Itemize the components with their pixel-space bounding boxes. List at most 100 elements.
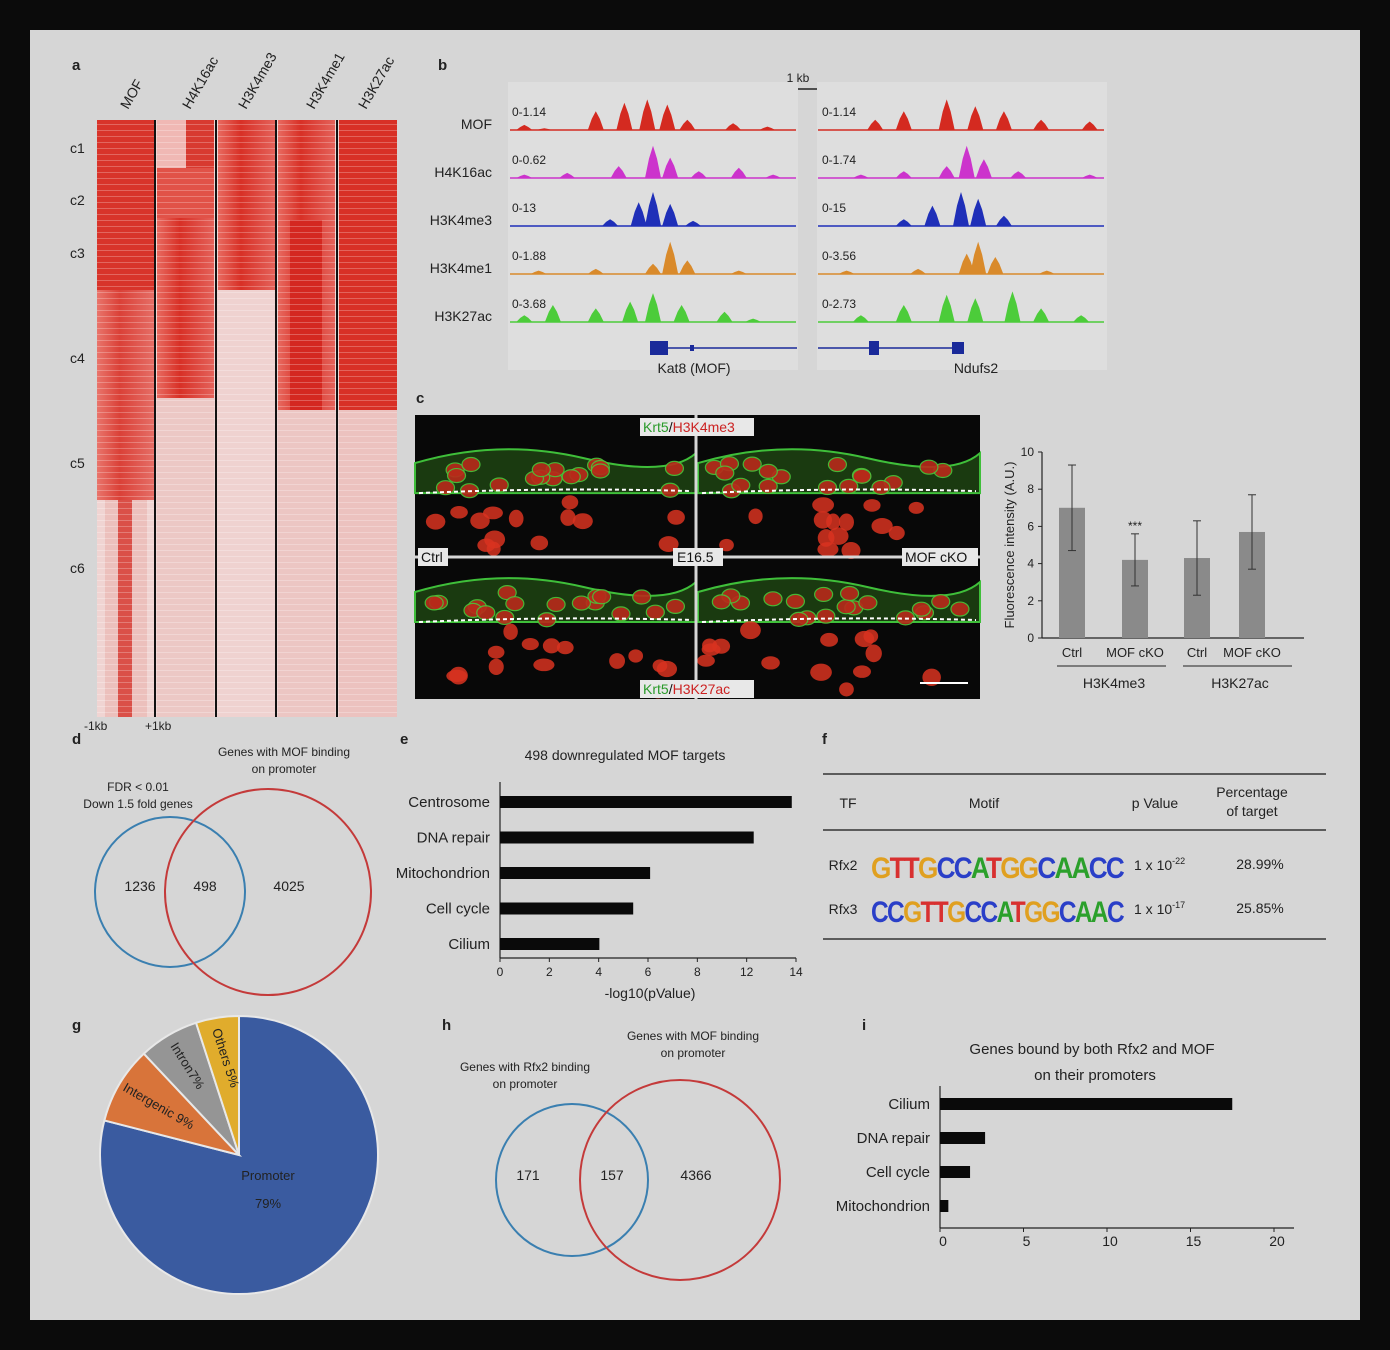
- i-bar: [940, 1098, 1233, 1110]
- heatmap-column-headers: MOF H4K16ac H3K4me3 H3K4me1 H3K27ac: [117, 49, 398, 111]
- svg-text:Krt5/H3K27ac: Krt5/H3K27ac: [643, 681, 730, 697]
- c-ytick-label: 6: [1027, 519, 1034, 533]
- track-signal-left-mof: [510, 99, 796, 130]
- venn-h-left-circle: [495, 1103, 649, 1257]
- panel-g-label: g: [72, 1017, 81, 1034]
- c-category-label: Ctrl: [1187, 645, 1207, 660]
- table-percentage: 28.99%: [1236, 856, 1283, 872]
- e-xtick-label: 14: [789, 965, 803, 979]
- e-bar: [500, 902, 634, 915]
- table-header-percentage: Percentage: [1216, 784, 1288, 800]
- micrograph-label-bottom: Krt5/H3K27ac: [640, 680, 754, 698]
- e-bar: [500, 796, 792, 808]
- i-title-2: on their promoters: [1034, 1067, 1156, 1084]
- c-category-label: MOF cKO: [1106, 645, 1164, 660]
- track-range-right: 0-15: [822, 201, 846, 215]
- micrograph-label-ctrl: Ctrl: [421, 549, 443, 565]
- heatmap-cluster-labels: c1 c2 c3 c4 c5 c6: [70, 140, 85, 576]
- table-tf-rfx3: Rfx3: [829, 901, 858, 917]
- panel-e-label: e: [400, 731, 408, 748]
- e-xtick-label: 6: [645, 965, 652, 979]
- heatmap-axis-right: +1kb: [145, 719, 172, 733]
- i-category-label: DNA repair: [857, 1130, 930, 1147]
- heatmap-body: [97, 120, 397, 717]
- track-signal-left-h3k4me1: [510, 241, 796, 274]
- track-signal-left-h3k4me3: [510, 192, 796, 226]
- i-category-label: Cilium: [888, 1096, 930, 1113]
- e-xtick-label: 2: [546, 965, 553, 979]
- track-range-left: 0-13: [512, 201, 536, 215]
- panel-h-venn: h Genes with Rfx2 binding on promoter Ge…: [442, 1017, 781, 1281]
- panel-f-motif-table: f TF Motif p Value Percentage of target …: [822, 731, 1326, 940]
- i-xtick-label: 15: [1186, 1233, 1202, 1249]
- heatmap-col-h3k4me1: H3K4me1: [303, 49, 348, 111]
- heatmap-col-h3k27ac: H3K27ac: [355, 54, 398, 112]
- venn-h-right-caption-1: Genes with MOF binding: [627, 1029, 759, 1043]
- panel-b-label: b: [438, 57, 447, 74]
- i-xtick-label: 20: [1269, 1233, 1285, 1249]
- pie-slice-intergenic: [103, 1052, 243, 1157]
- table-percentage: 25.85%: [1236, 900, 1283, 916]
- cluster-label-c5: c5: [70, 455, 85, 471]
- cluster-label-c1: c1: [70, 140, 85, 156]
- gene-models: Kat8 (MOF) Ndufs2: [650, 341, 998, 376]
- venn-h-left-caption-2: on promoter: [493, 1077, 558, 1091]
- panel-a-heatmap: a MOF H4K16ac H3K4me3 H3K4me1 H3K27ac: [70, 49, 397, 733]
- venn-h-right-caption-2: on promoter: [661, 1046, 726, 1060]
- i-xtick-label: 0: [939, 1233, 947, 1249]
- venn-d-left-caption-2: Down 1.5 fold genes: [83, 797, 192, 811]
- table-tf-rfx2: Rfx2: [829, 857, 858, 873]
- e-title: 498 downregulated MOF targets: [525, 747, 726, 763]
- e-xtick-label: 0: [497, 965, 504, 979]
- e-xtick-label: 12: [740, 965, 754, 979]
- track-signal-right-h4k16ac: [818, 145, 1104, 178]
- panel-a-label: a: [72, 57, 81, 74]
- track-signal-right-h3k4me1: [818, 241, 1104, 274]
- micrograph-label-cko: MOF cKO: [905, 549, 967, 565]
- e-category-label: Mitochondrion: [396, 865, 490, 882]
- c-significance: ***: [1128, 519, 1142, 533]
- venn-h-right-count: 4366: [680, 1167, 711, 1183]
- i-title-1: Genes bound by both Rfx2 and MOF: [969, 1041, 1214, 1058]
- panel-f-label: f: [822, 731, 828, 748]
- c-ytick-label: 4: [1027, 557, 1034, 571]
- panel-d-label: d: [72, 731, 81, 748]
- c-category-label: MOF cKO: [1223, 645, 1281, 660]
- label-top-krt5: Krt5: [643, 419, 669, 435]
- panel-i-bar-chart: i Genes bound by both Rfx2 and MOF on the…: [836, 1017, 1294, 1249]
- venn-h-overlap-count: 157: [600, 1167, 624, 1183]
- c-ytick-label: 2: [1027, 594, 1034, 608]
- e-bar: [500, 938, 600, 950]
- pie-label-promoter: Promoter: [241, 1168, 295, 1183]
- heatmap-col-mof: MOF: [117, 77, 146, 112]
- e-category-label: DNA repair: [417, 830, 490, 847]
- track-signal-left-h4k16ac: [510, 145, 796, 178]
- venn-h-left-count: 171: [516, 1167, 540, 1183]
- track-label-h3k27ac: H3K27ac: [434, 308, 492, 324]
- i-xtick-label: 10: [1102, 1233, 1118, 1249]
- venn-d-right-caption-1: Genes with MOF binding: [218, 745, 350, 759]
- i-xtick-label: 5: [1023, 1233, 1031, 1249]
- heatmap-col-h3k4me3: H3K4me3: [235, 49, 280, 111]
- c-ytick-label: 8: [1027, 482, 1034, 496]
- c-group-label: H3K27ac: [1211, 675, 1269, 691]
- venn-d-left-caption-1: FDR < 0.01: [107, 780, 169, 794]
- track-signals: [510, 99, 1104, 323]
- venn-d-left-count: 1236: [124, 878, 155, 894]
- venn-d-right-count: 4025: [273, 878, 304, 894]
- venn-d-left-circle: [94, 816, 246, 968]
- track-range-left: 0-1.88: [512, 249, 546, 263]
- e-xlabel: -log10(pValue): [605, 985, 696, 1001]
- c-ytick-label: 10: [1021, 445, 1035, 459]
- track-label-h3k4me3: H3K4me3: [430, 212, 492, 228]
- e-bar: [500, 867, 651, 879]
- gene-label-kat8: Kat8 (MOF): [657, 360, 730, 376]
- track-range-right: 0-1.74: [822, 153, 856, 167]
- track-label-h3k4me1: H3K4me1: [430, 260, 492, 276]
- pie-value-promoter: 79%: [255, 1196, 281, 1211]
- c-ytick-label: 0: [1027, 631, 1034, 645]
- panel-i-label: i: [862, 1017, 866, 1034]
- e-category-label: Centrosome: [408, 794, 490, 811]
- table-header-of-target: of target: [1226, 803, 1277, 819]
